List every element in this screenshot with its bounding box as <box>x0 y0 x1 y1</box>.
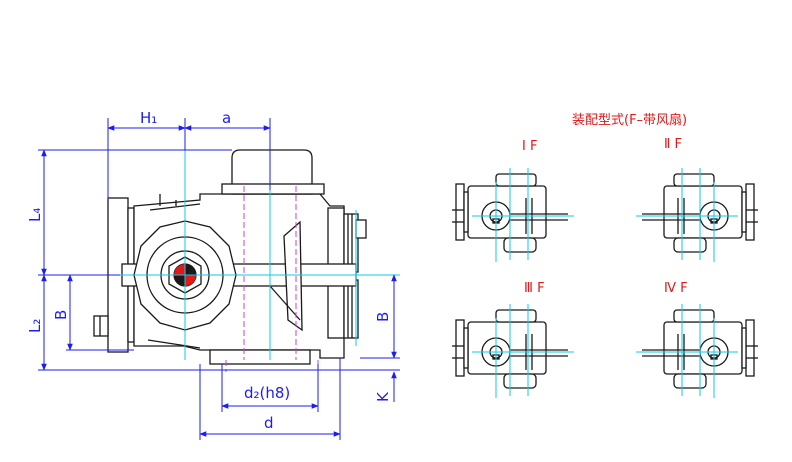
assembly-title: 装配型式(F–带风扇) <box>572 112 687 128</box>
dim-l4-label: L₄ <box>26 208 44 222</box>
variant-2-label: Ⅱ F <box>664 137 682 152</box>
dim-a-label: a <box>222 109 231 127</box>
dim-k-label: K <box>374 391 392 402</box>
base-foot <box>209 349 311 365</box>
left-bolt <box>93 315 109 337</box>
fan-blade <box>283 220 303 332</box>
breather-cap <box>231 149 313 195</box>
variant-1-label: Ⅰ F <box>522 139 537 154</box>
main-reducer-view <box>93 149 400 372</box>
dim-d2-label: d₂(h8) <box>244 384 290 402</box>
dim-b-right-label: B <box>374 312 392 322</box>
dimension-labels: H₁ a L₄ L₂ B B d₂(h8) d K <box>26 109 392 432</box>
dim-d-label: d <box>264 414 274 432</box>
variant-4-label: Ⅳ F <box>664 281 688 296</box>
dim-b-left-label: B <box>52 310 70 320</box>
dim-h1-label: H₁ <box>140 109 157 127</box>
variant-3-view <box>451 303 575 399</box>
variant-3-label: Ⅲ F <box>524 281 545 296</box>
dim-l2-label: L₂ <box>26 319 44 333</box>
variant-4-view <box>635 303 759 399</box>
variant-2-view <box>635 167 759 263</box>
variant-1-view <box>451 167 575 263</box>
dimension-lines <box>38 118 400 440</box>
